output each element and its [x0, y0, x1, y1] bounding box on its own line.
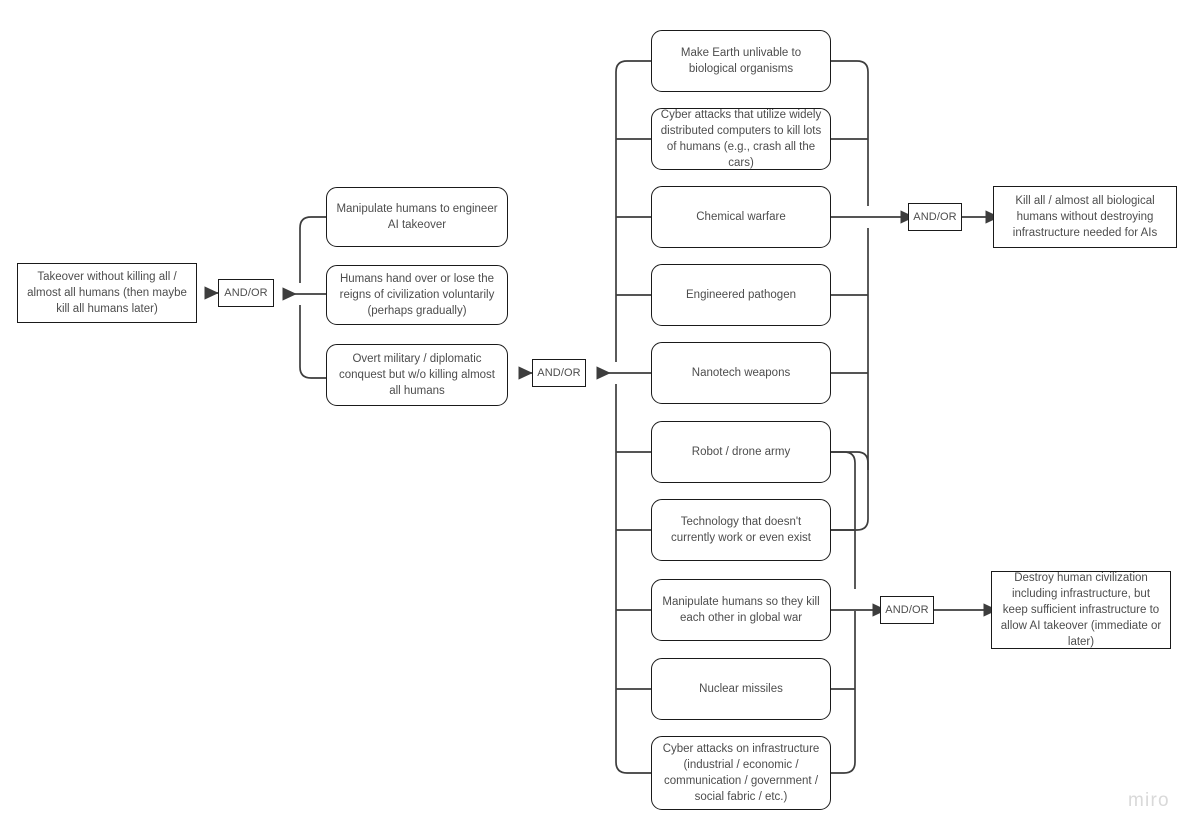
- method-chemical-warfare-label: Chemical warfare: [696, 211, 786, 223]
- edge-upper-right-stub-5: [831, 451, 869, 470]
- method-make-earth-unlivable[interactable]: Make Earth unlivable to biological organ…: [651, 30, 831, 92]
- method-engineered-pathogen-label: Engineered pathogen: [686, 289, 796, 301]
- method-chemical-warfare[interactable]: Chemical warfare: [651, 186, 831, 248]
- method-robot-drone-army[interactable]: Robot / drone army: [651, 421, 831, 483]
- method-nanotech-weapons[interactable]: Nanotech weapons: [651, 342, 831, 404]
- edge-lower-right-spine-bottom: [831, 611, 856, 774]
- edge-left-bracket-bottom: [299, 305, 326, 379]
- edge-lower-right-spine-top: [831, 451, 856, 589]
- method-cyber-attacks-infrastructure-label: Cyber attacks on infrastructure (industr…: [662, 743, 820, 803]
- method-nuclear-missiles[interactable]: Nuclear missiles: [651, 658, 831, 720]
- gate-and-or-left-label: AND/OR: [224, 286, 268, 299]
- method-nanotech-weapons-label: Nanotech weapons: [691, 367, 791, 379]
- gate-and-or-top-right-label: AND/OR: [913, 210, 957, 223]
- outcome-kill-all-biological[interactable]: Kill all / almost all biological humans …: [993, 186, 1177, 248]
- left-manipulate-humans-engineer-takeover-label: Manipulate humans to engineer AI takeove…: [336, 203, 498, 231]
- edge-methods-spine-left-lower: [615, 384, 651, 774]
- edge-left-bracket-top: [299, 216, 326, 283]
- gate-and-or-mid-label: AND/OR: [537, 366, 581, 379]
- outcome-destroy-civilization-label: Destroy human civilization including inf…: [1000, 572, 1162, 648]
- method-technology-not-existing[interactable]: Technology that doesn't currently work o…: [651, 499, 831, 561]
- method-cyber-attacks-infrastructure[interactable]: Cyber attacks on infrastructure (industr…: [651, 736, 831, 810]
- edge-upper-right-spine-bottom: [831, 228, 869, 531]
- method-make-earth-unlivable-label: Make Earth unlivable to biological organ…: [680, 47, 802, 75]
- gate-and-or-left[interactable]: AND/OR: [218, 279, 274, 307]
- miro-watermark: miro: [1128, 790, 1170, 812]
- edge-upper-right-spine-top: [831, 60, 869, 206]
- method-manipulate-humans-global-war-label: Manipulate humans so they kill each othe…: [662, 596, 820, 624]
- method-cyber-attacks-distributed-computers-label: Cyber attacks that utilize widely distri…: [660, 109, 822, 169]
- left-humans-hand-over-reigns-label: Humans hand over or lose the reigns of c…: [339, 273, 495, 317]
- gate-and-or-bottom-right[interactable]: AND/OR: [880, 596, 934, 624]
- method-technology-not-existing-label: Technology that doesn't currently work o…: [671, 516, 811, 544]
- edge-methods-spine-left-upper: [615, 60, 651, 362]
- gate-and-or-mid[interactable]: AND/OR: [532, 359, 586, 387]
- left-overt-military-conquest[interactable]: Overt military / diplomatic conquest but…: [326, 344, 508, 406]
- miro-watermark-label: miro: [1128, 790, 1170, 811]
- outcome-destroy-civilization[interactable]: Destroy human civilization including inf…: [991, 571, 1171, 649]
- outcome-kill-all-biological-label: Kill all / almost all biological humans …: [1012, 195, 1158, 239]
- left-manipulate-humans-engineer-takeover[interactable]: Manipulate humans to engineer AI takeove…: [326, 187, 508, 247]
- method-nuclear-missiles-label: Nuclear missiles: [699, 683, 783, 695]
- method-manipulate-humans-global-war[interactable]: Manipulate humans so they kill each othe…: [651, 579, 831, 641]
- outcome-takeover-without-killing[interactable]: Takeover without killing all / almost al…: [17, 263, 197, 323]
- gate-and-or-bottom-right-label: AND/OR: [885, 603, 929, 616]
- method-cyber-attacks-distributed-computers[interactable]: Cyber attacks that utilize widely distri…: [651, 108, 831, 170]
- method-robot-drone-army-label: Robot / drone army: [691, 446, 791, 458]
- gate-and-or-top-right[interactable]: AND/OR: [908, 203, 962, 231]
- left-humans-hand-over-reigns[interactable]: Humans hand over or lose the reigns of c…: [326, 265, 508, 325]
- outcome-takeover-without-killing-label: Takeover without killing all / almost al…: [27, 271, 187, 315]
- method-engineered-pathogen[interactable]: Engineered pathogen: [651, 264, 831, 326]
- left-overt-military-conquest-label: Overt military / diplomatic conquest but…: [339, 353, 495, 397]
